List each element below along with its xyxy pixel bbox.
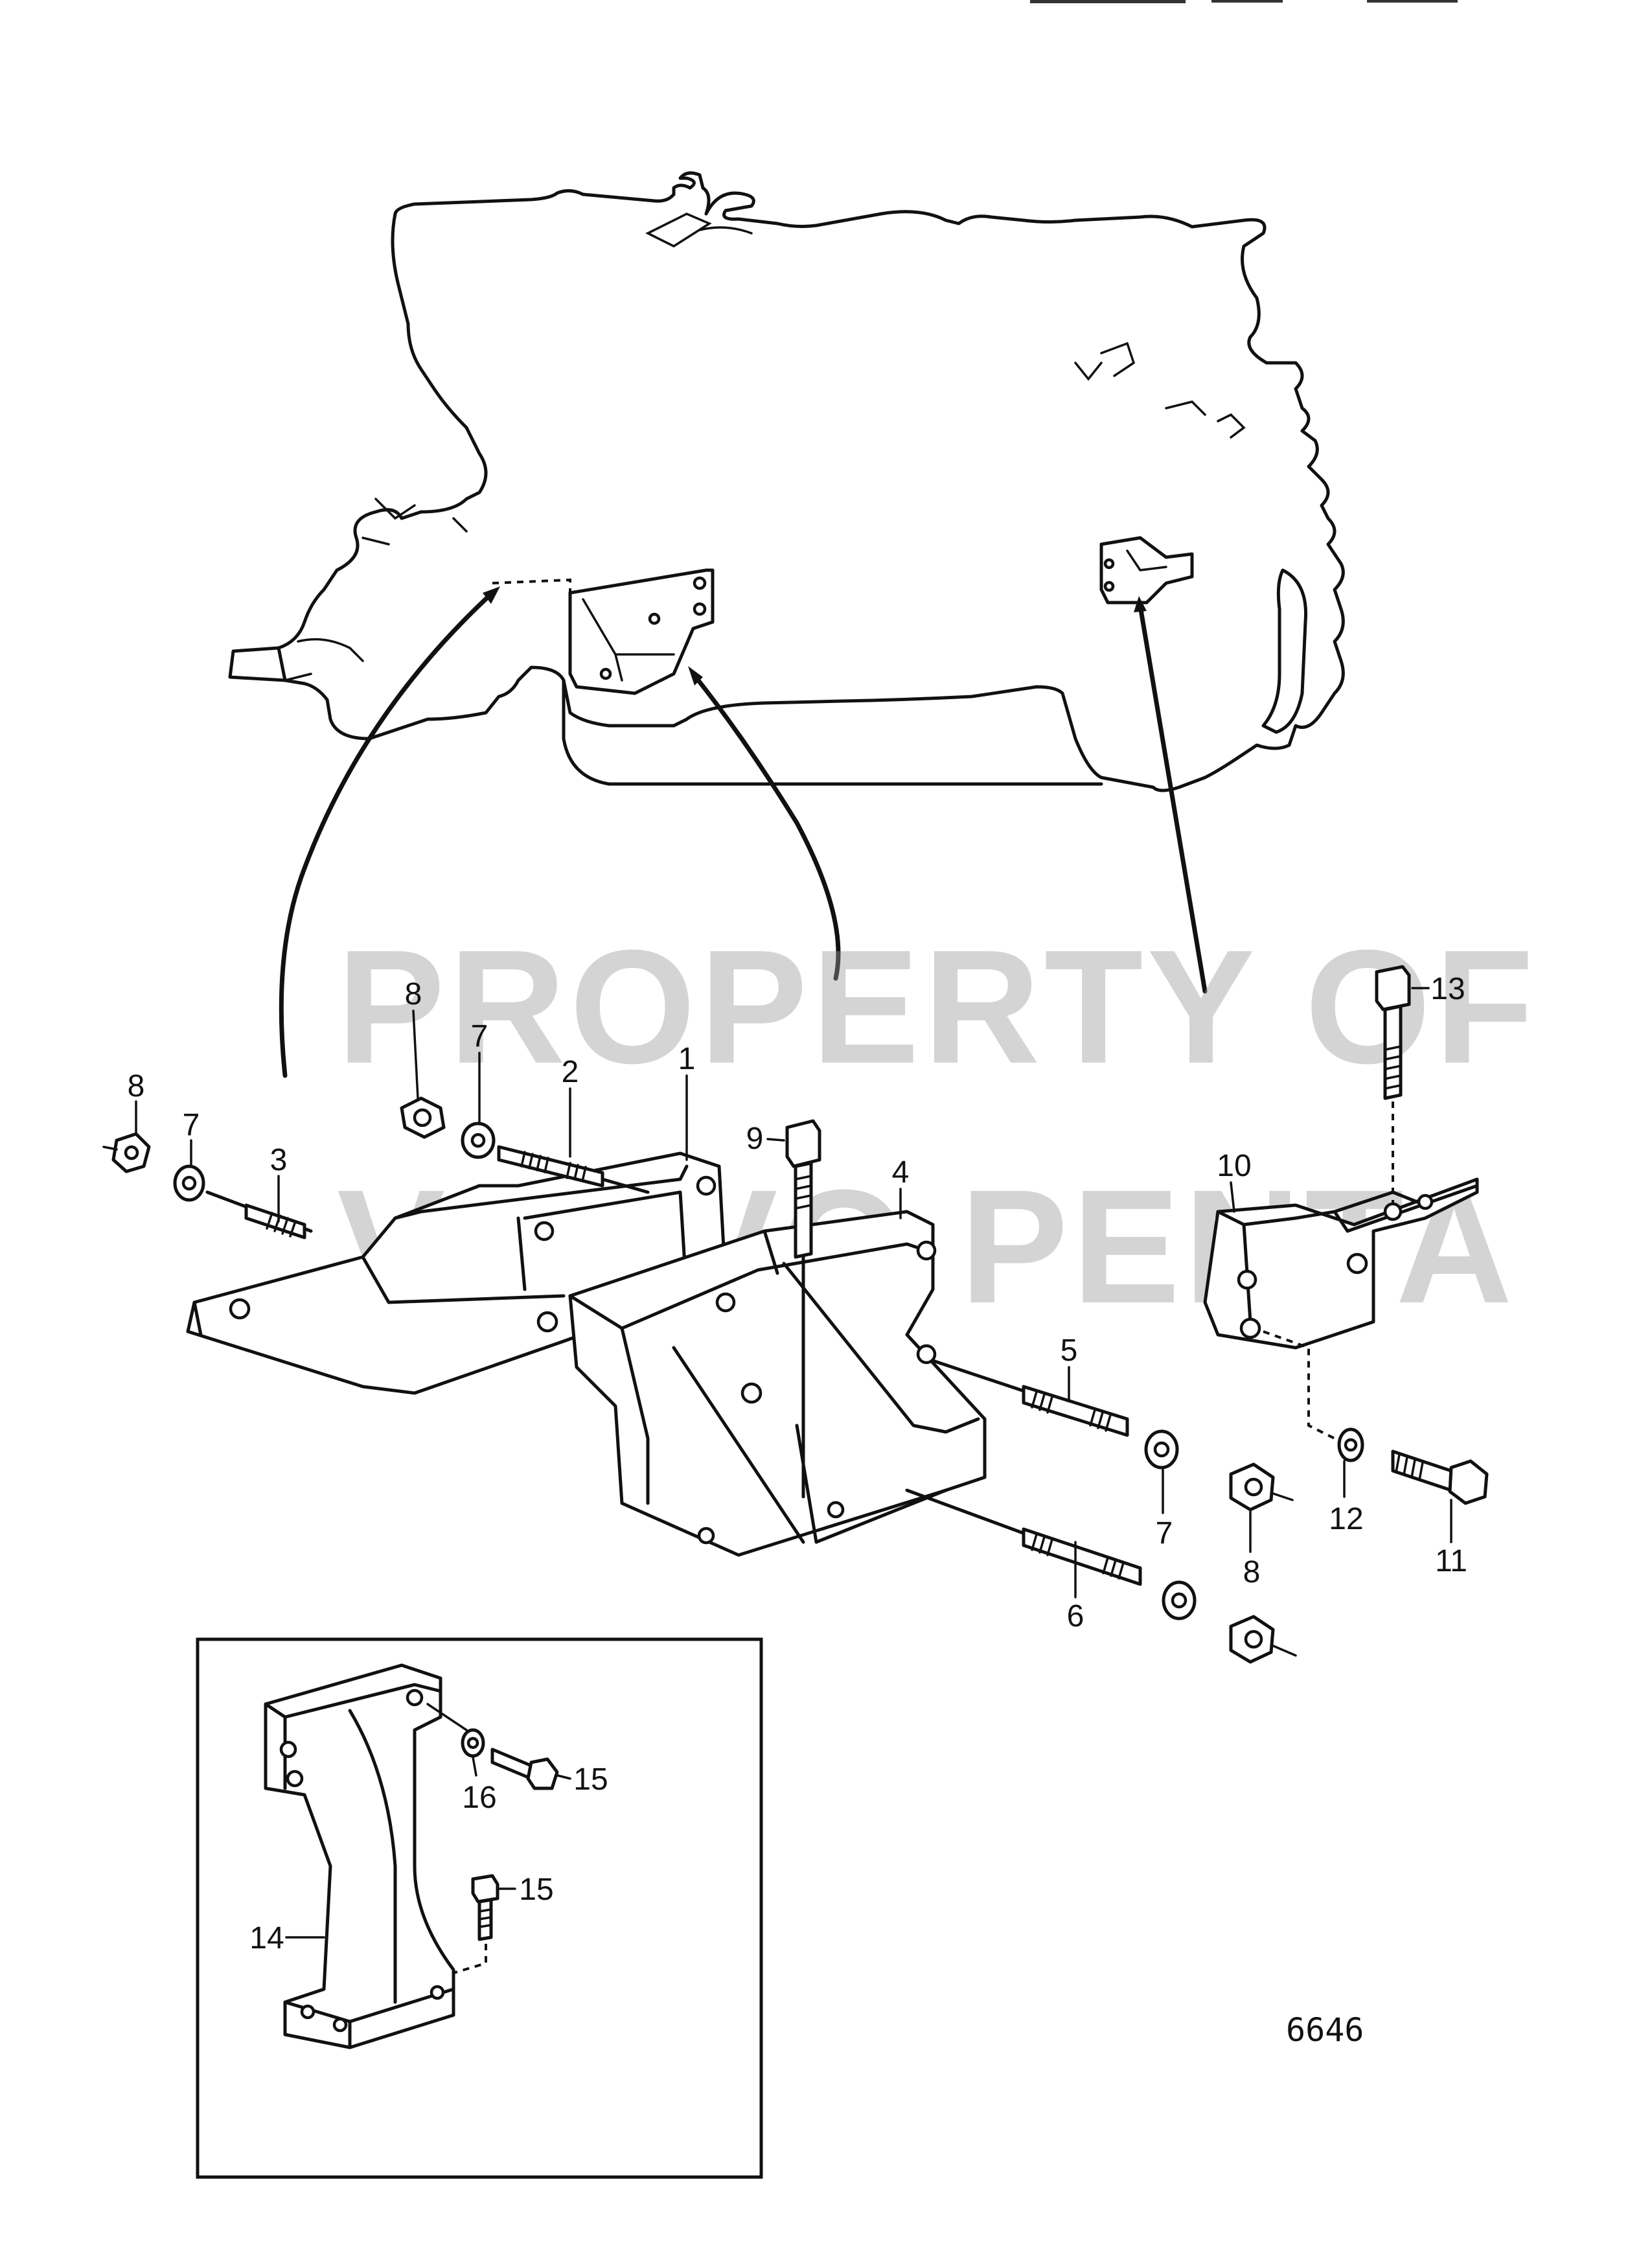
stud-6 (905, 1488, 1142, 1586)
bolt-15a (490, 1747, 559, 1790)
callout-8a: 8 (128, 1069, 145, 1103)
washer-7d (1162, 1580, 1197, 1620)
fastener-group (102, 965, 1489, 1664)
bracket-part-4 (568, 1210, 987, 1557)
callout-1: 1 (678, 1042, 696, 1076)
inset-detail-box (196, 1637, 763, 2179)
callout-6: 6 (1067, 1599, 1084, 1633)
stud-3 (205, 1190, 313, 1240)
figure-number: 6646 (1286, 2011, 1364, 2049)
nut-8d (1229, 1615, 1275, 1664)
washer-7c (1144, 1429, 1179, 1470)
callout-9: 9 (746, 1122, 764, 1156)
callout-2: 2 (562, 1055, 579, 1089)
callout-3: 3 (270, 1143, 288, 1177)
bolt-15b (453, 1874, 499, 1974)
washer-7b (461, 1122, 496, 1159)
bolt-13 (1375, 965, 1411, 1205)
callout-13: 13 (1430, 972, 1465, 1006)
stud-5 (931, 1359, 1129, 1437)
watermark-line1: PROPERTY OF (337, 916, 1537, 1097)
axis-line-right-lower (1272, 1644, 1297, 1657)
nut-8b (400, 1096, 446, 1139)
top-edge-marks (1030, 0, 1458, 3)
callout-leaders (135, 987, 1452, 1939)
callout-labels: 8 7 3 8 7 2 1 9 4 5 6 7 8 10 13 12 11 14… (128, 972, 1467, 1955)
callout-15b: 15 (519, 1873, 553, 1907)
callout-11: 11 (1435, 1544, 1467, 1578)
callout-8b: 8 (405, 977, 422, 1011)
callout-7b: 7 (471, 1019, 488, 1054)
bracket-part-10 (1203, 1177, 1479, 1350)
callout-14: 14 (249, 1921, 284, 1955)
callout-8c: 8 (1243, 1555, 1261, 1589)
washer-12 (1337, 1427, 1364, 1462)
leader-lines (279, 586, 1208, 1078)
callout-15a: 15 (573, 1762, 608, 1797)
engine-mount-rear-small (1099, 536, 1194, 605)
washer-16 (426, 1703, 485, 1758)
callout-12: 12 (1329, 1502, 1363, 1536)
nut-8c (1229, 1462, 1275, 1512)
stud-2 (497, 1145, 650, 1194)
axis-line-right-upper (1272, 1492, 1294, 1501)
callout-10: 10 (1217, 1149, 1251, 1183)
bolt-11 (1391, 1449, 1489, 1505)
callout-7c: 7 (1156, 1516, 1173, 1551)
washer-7a (173, 1164, 205, 1202)
bracket-part-1 (186, 1151, 728, 1395)
bolt-9 (785, 1119, 821, 1499)
callout-4: 4 (892, 1155, 910, 1190)
engine-outline (228, 171, 1345, 792)
callout-7a: 7 (183, 1108, 200, 1142)
engine-mount-front-small (568, 568, 715, 695)
bracket-part-14 (264, 1663, 455, 2049)
nut-8a (111, 1132, 151, 1173)
axis-line-left (102, 1146, 118, 1151)
callout-16: 16 (462, 1781, 496, 1815)
callout-5: 5 (1061, 1333, 1078, 1368)
